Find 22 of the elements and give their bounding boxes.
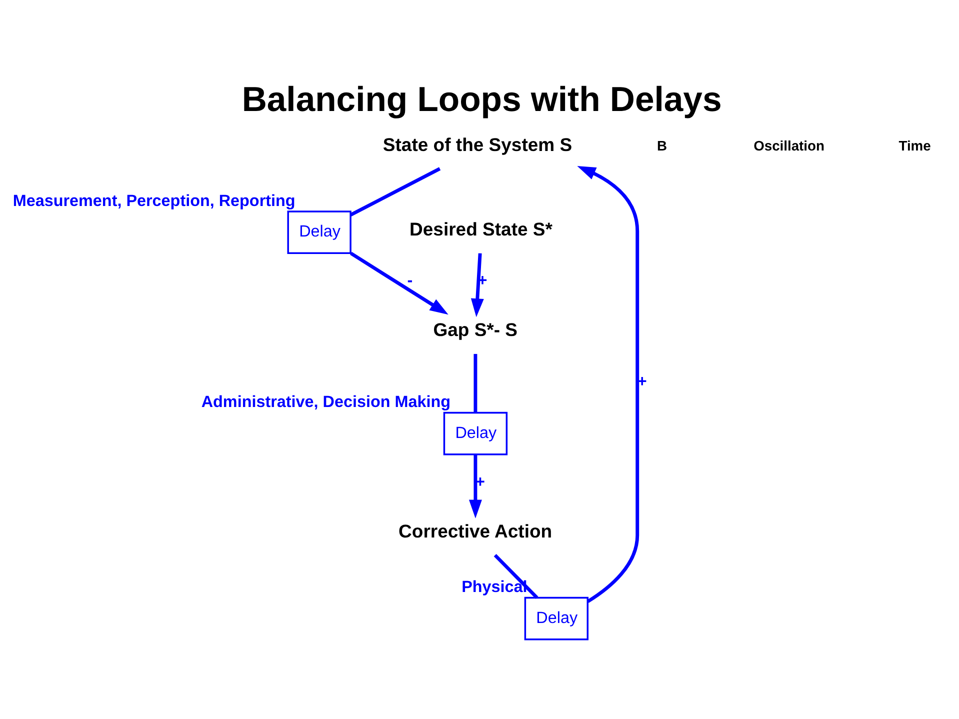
node-label: Measurement, Perception, Reporting (12, 192, 296, 210)
node-box: Delay (524, 596, 588, 640)
arrow (470, 253, 484, 318)
arrow (350, 252, 448, 315)
node-text: Desired State S* (410, 218, 552, 240)
arrow (468, 454, 482, 518)
connector (494, 554, 538, 599)
label: Oscillation (754, 137, 824, 154)
node-text: Gap S*- S (433, 319, 518, 340)
node-box: Delay (443, 412, 508, 456)
diagram-title: Balancing Loops with Delays (242, 80, 722, 119)
node-text: Corrective Action (398, 520, 552, 542)
label: B (657, 137, 668, 154)
label: Time (898, 137, 931, 154)
node-text: State of the System S (382, 134, 572, 156)
connector (474, 354, 478, 412)
node-label: Administrative, Decision Making (201, 393, 451, 412)
node-box: Delay (287, 210, 352, 254)
arrow (577, 166, 640, 603)
edge-label: - (407, 272, 413, 290)
connector (350, 167, 441, 216)
node-label: Physical (462, 578, 528, 596)
